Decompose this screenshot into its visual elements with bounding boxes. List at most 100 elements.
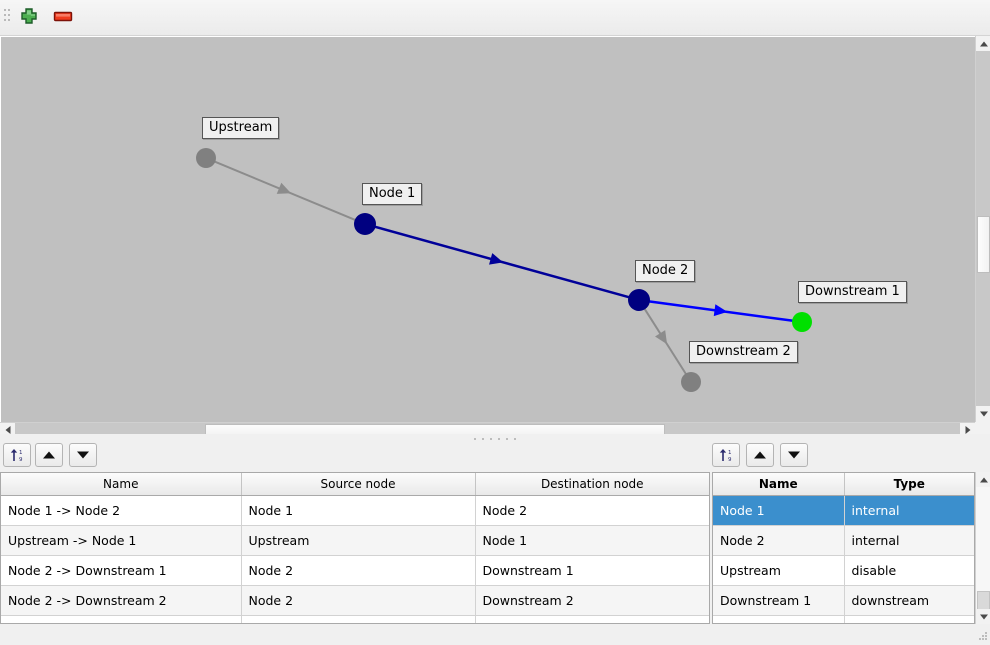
nodes-table-column-header[interactable]: Name [713, 473, 845, 496]
chevron-right-icon [965, 426, 970, 434]
edges-table-toolbar: 1 9 [3, 443, 103, 471]
graph-node-label-node1[interactable]: Node 1 [362, 183, 423, 205]
edges-table-empty-cell [241, 615, 476, 623]
add-node-button[interactable] [16, 6, 42, 30]
triangle-up-icon [754, 451, 766, 459]
nodes-sort-button[interactable]: 1 9 [712, 443, 740, 467]
edges-move-up-button[interactable] [35, 443, 63, 467]
nodes-table-cell-type[interactable]: internal [844, 525, 974, 556]
nodes-table-cell-type[interactable]: internal [844, 495, 974, 526]
edges-table-cell-name[interactable]: Node 1 -> Node 2 [1, 495, 242, 526]
edges-table-cell-source[interactable]: Node 2 [241, 585, 476, 616]
edges-table-cell-source[interactable]: Node 2 [241, 555, 476, 586]
remove-node-button[interactable] [50, 6, 76, 30]
nodes-table-cell-type[interactable]: disable [844, 555, 974, 586]
graph-vertical-scrollbar[interactable] [975, 36, 990, 436]
panel-splitter[interactable] [0, 434, 990, 443]
edges-table-cell-name[interactable]: Node 2 -> Downstream 1 [1, 555, 242, 586]
edges-table-cell-source[interactable]: Node 1 [241, 495, 476, 526]
edges-table-cell-source[interactable]: Upstream [241, 525, 476, 556]
nodes-table-cell-name[interactable]: Downstream 1 [713, 585, 845, 616]
nodes-move-up-button[interactable] [746, 443, 774, 467]
nodes-table-cell-name[interactable]: Upstream [713, 555, 845, 586]
svg-text:1: 1 [728, 450, 732, 456]
svg-text:9: 9 [728, 457, 732, 463]
edges-table-column-header[interactable]: Name [1, 473, 242, 496]
nodes-table-column-header[interactable]: Type [844, 473, 974, 496]
graph-scroll-left-button[interactable] [0, 423, 15, 437]
graph-node-node2[interactable] [628, 289, 650, 311]
graph-scroll-up-button[interactable] [976, 36, 990, 51]
graph-edge-arrow-node2-downstream2 [655, 330, 668, 345]
graph-edge-arrow-upstream-node1 [276, 182, 292, 194]
graph-edge-arrow-node1-node2 [489, 253, 504, 265]
chevron-down-icon [979, 614, 988, 619]
main-toolbar [0, 0, 990, 36]
nodes-table-cell-name[interactable]: Node 1 [713, 495, 845, 526]
graph-node-downstream2[interactable] [681, 372, 701, 392]
edges-sort-button[interactable]: 1 9 [3, 443, 31, 467]
edges-table-empty-row[interactable] [1, 615, 709, 623]
edges-move-down-button[interactable] [69, 443, 97, 467]
nodes-table-cell-name[interactable]: Node 2 [713, 525, 845, 556]
graph-edge-arrow-node2-downstream1 [713, 304, 728, 317]
graph-node-label-node2[interactable]: Node 2 [635, 260, 696, 282]
status-bar [0, 628, 990, 645]
nodes-table-toolbar: 1 9 [712, 443, 812, 471]
edges-table-empty-cell [1, 615, 242, 623]
nodes-move-down-button[interactable] [780, 443, 808, 467]
chevron-up-icon [979, 477, 988, 482]
nodes-scroll-up-button[interactable] [976, 472, 990, 487]
graph-scroll-down-button[interactable] [976, 406, 990, 421]
edges-table-column-header[interactable]: Source node [241, 473, 476, 496]
triangle-down-icon [77, 451, 89, 459]
minus-icon [53, 11, 73, 22]
edges-table-column-header[interactable]: Destination node [475, 473, 709, 496]
chevron-down-icon [979, 411, 988, 416]
graph-node-label-upstream[interactable]: Upstream [202, 117, 280, 139]
nodes-table-empty-cell [844, 615, 974, 623]
triangle-up-icon [43, 451, 55, 459]
triangle-down-icon [788, 451, 800, 459]
edges-table-cell-destination[interactable]: Downstream 2 [475, 585, 709, 616]
edges-table-cell-name[interactable]: Upstream -> Node 1 [1, 525, 242, 556]
chevron-up-icon [979, 41, 988, 46]
graph-node-upstream[interactable] [196, 148, 216, 168]
nodes-table-cell-type[interactable]: downstream [844, 585, 974, 616]
graph-node-downstream1[interactable] [792, 312, 812, 332]
edges-table-cell-destination[interactable]: Downstream 1 [475, 555, 709, 586]
nodes-table-vertical-scrollbar[interactable] [975, 472, 990, 624]
toolbar-drag-handle[interactable] [4, 9, 10, 27]
scrollbar-corner [975, 422, 990, 436]
nodes-table-empty-cell [713, 615, 845, 623]
plus-icon [21, 8, 37, 24]
edges-table-cell-destination[interactable]: Node 1 [475, 525, 709, 556]
graph-node-node1[interactable] [354, 213, 376, 235]
resize-grip-icon[interactable] [979, 632, 987, 641]
graph-vscroll-thumb[interactable] [977, 216, 990, 273]
graph-node-label-downstream2[interactable]: Downstream 2 [689, 341, 798, 363]
edges-table-cell-name[interactable]: Node 2 -> Downstream 2 [1, 585, 242, 616]
nodes-table-empty-row[interactable] [713, 615, 974, 623]
edges-table-cell-destination[interactable]: Node 2 [475, 495, 709, 526]
graph-vscroll-track[interactable] [976, 51, 990, 406]
nodes-scroll-down-button[interactable] [976, 609, 990, 624]
nodes-vscroll-track[interactable] [976, 487, 990, 621]
graph-scroll-right-button[interactable] [960, 423, 975, 437]
graph-node-label-downstream1[interactable]: Downstream 1 [798, 281, 907, 303]
